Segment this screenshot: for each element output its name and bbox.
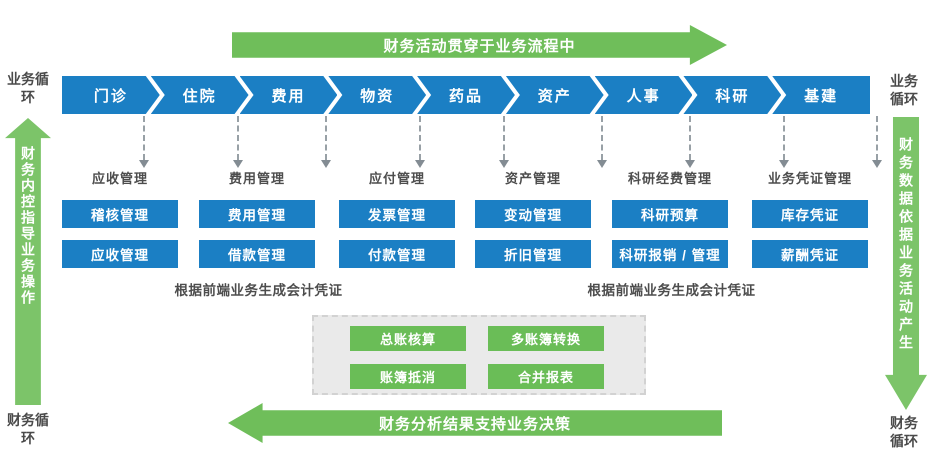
top-flow-arrow: 财务活动贯穿于业务流程中 xyxy=(232,25,727,65)
process-step-outpatient: 门诊 xyxy=(62,76,160,114)
right-cycle-bottom-label: 财务循环 xyxy=(890,415,918,449)
right-down-arrow: 财务数据依据业务活动产生 xyxy=(885,117,927,410)
group-label: 业务凭证管理 xyxy=(767,171,852,186)
right-cycle-top-label: 业务循环 xyxy=(890,73,918,107)
module-box: 发票管理 xyxy=(339,200,455,228)
module-box: 变动管理 xyxy=(475,200,591,228)
module-column-receivable: 应收管理 稽核管理 应收管理 xyxy=(62,166,178,268)
left-up-arrow: 财务内控指导业务操作 xyxy=(5,118,51,405)
top-flow-arrow-label: 财务活动贯穿于业务流程中 xyxy=(383,37,576,55)
ledger-button-multi-book: 多账簿转换 xyxy=(488,326,604,351)
module-box: 薪酬凭证 xyxy=(752,240,868,268)
process-step-medicine: 药品 xyxy=(417,76,515,114)
group-label: 应付管理 xyxy=(368,171,425,186)
module-column-voucher: 业务凭证管理 库存凭证 薪酬凭证 xyxy=(752,166,868,268)
process-step-expense: 费用 xyxy=(240,76,338,114)
ledger-dashed-box: 总账核算 多账簿转换 账簿抵消 合并报表 xyxy=(312,315,646,395)
ledger-button-consolidated: 合并报表 xyxy=(488,364,604,389)
bottom-flow-arrow-label: 财务分析结果支持业务决策 xyxy=(378,415,571,433)
drop-arrow-1 xyxy=(139,116,149,168)
group-label: 应收管理 xyxy=(91,171,148,186)
process-step-inpatient: 住院 xyxy=(151,76,249,114)
drop-arrow-9 xyxy=(872,116,882,168)
module-box: 库存凭证 xyxy=(752,200,868,228)
process-step-materials: 物资 xyxy=(328,76,426,114)
module-box: 付款管理 xyxy=(339,240,455,268)
left-up-arrow-label: 财务内控指导业务操作 xyxy=(20,146,36,306)
right-down-arrow-label: 财务数据依据业务活动产生 xyxy=(898,137,914,353)
module-column-expense: 费用管理 费用管理 借款管理 xyxy=(199,166,315,268)
drop-arrow-4 xyxy=(415,116,425,168)
module-box: 应收管理 xyxy=(62,240,178,268)
process-step-construction: 基建 xyxy=(772,76,871,114)
process-step-assets: 资产 xyxy=(506,76,604,114)
module-box: 稽核管理 xyxy=(62,200,178,228)
module-box: 科研预算 xyxy=(612,200,728,228)
module-column-research-fund: 科研经费管理 科研预算 科研报销 / 管理 xyxy=(612,166,728,268)
bottom-flow-arrow: 财务分析结果支持业务决策 xyxy=(228,403,722,443)
drop-arrow-2 xyxy=(233,116,243,168)
module-column-payable: 应付管理 发票管理 付款管理 xyxy=(339,166,455,268)
process-step-hr: 人事 xyxy=(595,76,693,114)
group-label: 科研经费管理 xyxy=(627,171,712,186)
drop-arrow-8 xyxy=(779,116,789,168)
module-box: 折旧管理 xyxy=(475,240,591,268)
module-box: 费用管理 xyxy=(199,200,315,228)
note-generate-voucher-right: 根据前端业务生成会计凭证 xyxy=(587,283,756,298)
group-label: 费用管理 xyxy=(228,171,285,186)
ledger-button-general-ledger: 总账核算 xyxy=(350,326,466,351)
drop-arrow-7 xyxy=(685,116,695,168)
drop-arrow-5 xyxy=(499,116,509,168)
note-generate-voucher-left: 根据前端业务生成会计凭证 xyxy=(174,283,343,298)
module-box: 借款管理 xyxy=(199,240,315,268)
drop-arrow-3 xyxy=(321,116,331,168)
module-box: 科研报销 / 管理 xyxy=(612,240,728,268)
process-chevron-band: 门诊 住院 费用 物资 药品 资产 人事 科研 基建 xyxy=(62,76,871,114)
drop-arrow-6 xyxy=(597,116,607,168)
process-step-research: 科研 xyxy=(683,76,781,114)
ledger-button-book-offset: 账簿抵消 xyxy=(350,364,466,389)
left-cycle-top-label: 业务循环 xyxy=(7,71,49,105)
module-column-assets: 资产管理 变动管理 折旧管理 xyxy=(475,166,591,268)
group-label: 资产管理 xyxy=(504,171,561,186)
left-cycle-bottom-label: 财务循环 xyxy=(7,412,49,446)
